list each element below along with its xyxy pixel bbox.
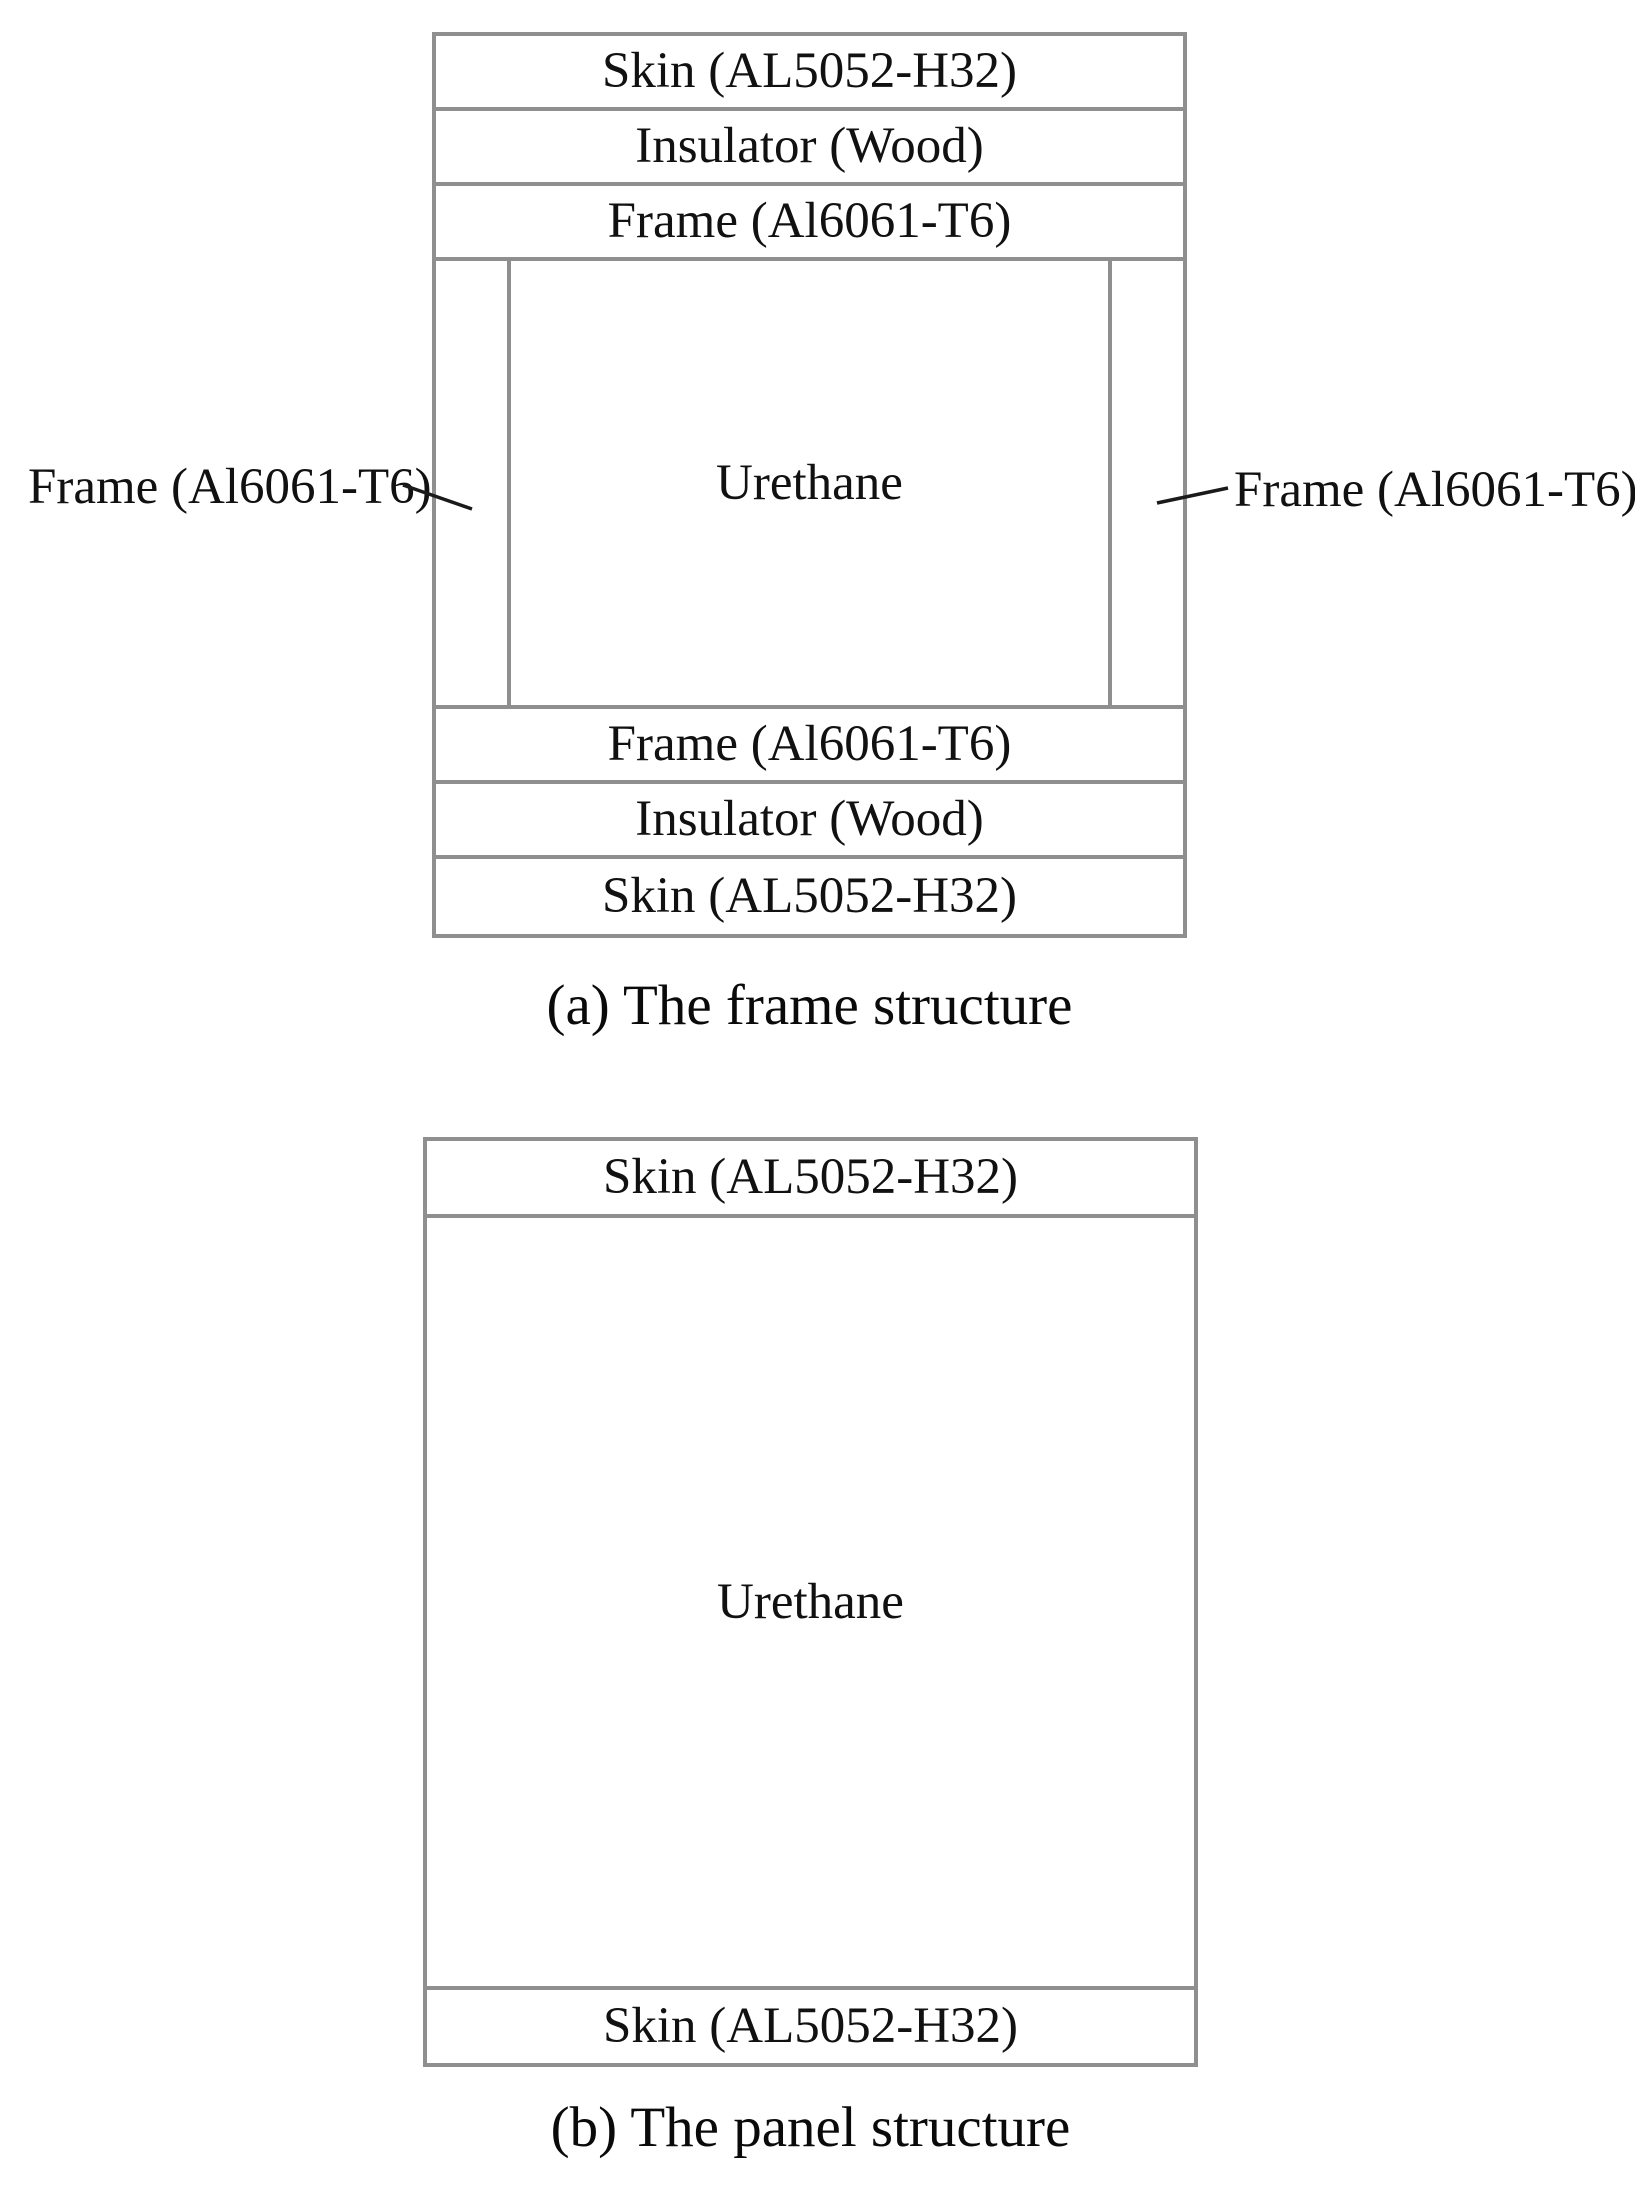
frame-annotation-right: Frame (Al6061-T6) (1234, 462, 1635, 518)
layer-insulator-bottom-label: Insulator (Wood) (635, 791, 984, 847)
layer-skin-top: Skin (AL5052-H32) (436, 36, 1183, 111)
panel-urethane-core: Urethane (427, 1218, 1194, 1986)
panel-skin-top: Skin (AL5052-H32) (427, 1141, 1194, 1218)
urethane-core-label: Urethane (716, 454, 903, 511)
layer-skin-bottom-label: Skin (AL5052-H32) (601, 868, 1018, 924)
layer-frame-top-label: Frame (Al6061-T6) (607, 193, 1012, 249)
layer-frame-bottom: Frame (Al6061-T6) (436, 709, 1183, 784)
panel-skin-top-label: Skin (AL5052-H32) (602, 1149, 1019, 1205)
panel-skin-bottom-label: Skin (AL5052-H32) (602, 1998, 1019, 2054)
panel-skin-bottom: Skin (AL5052-H32) (427, 1986, 1194, 2063)
layer-frame-bottom-label: Frame (Al6061-T6) (607, 716, 1012, 772)
layer-frame-top: Frame (Al6061-T6) (436, 186, 1183, 261)
frame-column-right (1112, 261, 1183, 705)
frame-core-section: Urethane (436, 261, 1183, 709)
caption-frame-structure: (a) The frame structure (546, 974, 1073, 1037)
frame-annotation-left: Frame (Al6061-T6) (28, 459, 432, 515)
panel-structure-diagram: Skin (AL5052-H32) Urethane Skin (AL5052-… (423, 1137, 1198, 2067)
frame-column-left (436, 261, 507, 705)
layer-skin-top-label: Skin (AL5052-H32) (601, 43, 1018, 99)
frame-structure-diagram: Skin (AL5052-H32) Insulator (Wood) Frame… (432, 32, 1187, 938)
layer-insulator-bottom: Insulator (Wood) (436, 784, 1183, 859)
panel-urethane-label: Urethane (717, 1573, 904, 1630)
layer-insulator-top: Insulator (Wood) (436, 111, 1183, 186)
urethane-core-box: Urethane (507, 261, 1112, 705)
layer-insulator-top-label: Insulator (Wood) (635, 118, 984, 174)
caption-panel-structure: (b) The panel structure (550, 2096, 1071, 2159)
layer-skin-bottom: Skin (AL5052-H32) (436, 859, 1183, 934)
